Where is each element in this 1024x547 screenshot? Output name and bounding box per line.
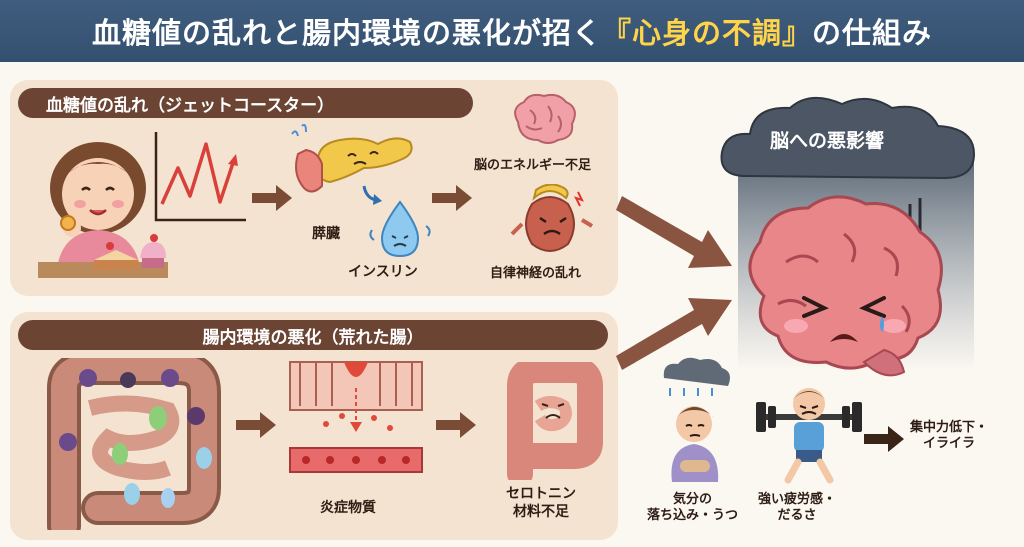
- woman-eating-icon: [38, 142, 168, 278]
- depression-label-line-1: 気分の: [673, 492, 713, 507]
- leaky-gut-icon: [289, 361, 423, 473]
- autonomic-nerve-label: 自律神経の乱れ: [490, 266, 582, 281]
- page-title: 血糖値の乱れと腸内環境の悪化が招く『心身の不調』の仕組み: [92, 10, 932, 52]
- brain-energy-label: 脳のエネルギー不足: [474, 158, 592, 173]
- serotonin-label-line-2: 材料不足: [513, 503, 569, 520]
- focus-label: 集中力低下・ イライラ: [910, 420, 988, 453]
- fatigue-label: 強い疲労感・ だるさ: [758, 492, 836, 525]
- arrow-right-icon: [864, 426, 904, 452]
- dark-cloud-icon: [720, 97, 976, 180]
- damaged-intestine-icon: [47, 358, 221, 530]
- pancreas-label: 膵臓: [312, 226, 340, 242]
- fatigue-label-line-1: 強い疲労感・: [758, 492, 837, 507]
- arrow-right-icon: [436, 412, 476, 438]
- curved-arrow-icon: [362, 185, 382, 205]
- fatigue-label-line-2: だるさ: [777, 508, 817, 524]
- depressed-person-icon: [663, 357, 730, 482]
- focus-label-line-1: 集中力低下・: [910, 420, 989, 435]
- title-bar: 血糖値の乱れと腸内環境の悪化が招く『心身の不調』の仕組み: [0, 0, 1024, 62]
- title-highlight: 『心身の不調』: [601, 16, 812, 50]
- fatigued-person-icon: [756, 388, 862, 484]
- sad-brain-icon: [748, 195, 943, 377]
- arrow-to-brain-icon: [616, 298, 732, 370]
- pancreas-icon: [291, 124, 413, 193]
- title-prefix: 血糖値の乱れと腸内環境の悪化が招く: [91, 16, 602, 50]
- small-brain-icon: [514, 93, 576, 144]
- insulin-label: インスリン: [348, 264, 418, 280]
- focus-label-line-2: イライラ: [923, 436, 976, 452]
- adrenal-character-icon: [510, 184, 594, 252]
- blood-sugar-header: 血糖値の乱れ（ジェットコースター）: [18, 88, 473, 118]
- gut-header-text: 腸内環境の悪化（荒れた腸）: [202, 327, 424, 348]
- depression-label-line-2: 落ち込み・うつ: [647, 508, 739, 524]
- arrow-to-brain-icon: [616, 196, 732, 268]
- inflammation-label: 炎症物質: [320, 500, 376, 516]
- serotonin-label-line-1: セロトニン: [506, 486, 576, 502]
- arrow-right-icon: [236, 412, 276, 438]
- brain-effect-label: 脳への悪影響: [770, 130, 885, 152]
- title-suffix: の仕組み: [812, 16, 933, 50]
- serotonin-label: セロトニン 材料不足: [506, 486, 576, 521]
- insulin-drop-icon: [369, 200, 431, 258]
- blood-sugar-spike-chart-icon: [154, 132, 246, 222]
- arrow-right-icon: [252, 185, 292, 211]
- gut-header: 腸内環境の悪化（荒れた腸）: [18, 320, 608, 350]
- sad-intestine-icon: [507, 362, 603, 480]
- blood-sugar-header-text: 血糖値の乱れ（ジェットコースター）: [46, 95, 335, 116]
- depression-label: 気分の 落ち込み・うつ: [647, 492, 738, 525]
- arrow-right-icon: [432, 185, 472, 211]
